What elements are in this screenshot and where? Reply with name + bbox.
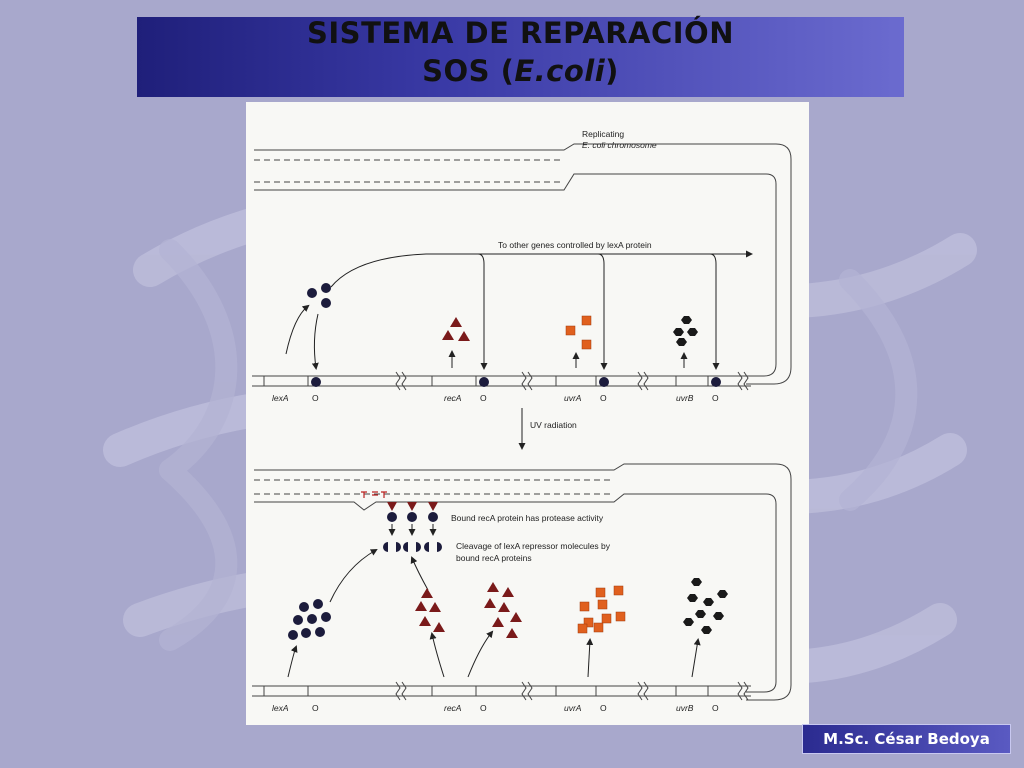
gene-label-uvrA: uvrA (564, 703, 582, 713)
slide-title: SISTEMA DE REPARACIÓN SOS (E.coli) (137, 16, 904, 97)
title-organism: E.coli (514, 54, 606, 88)
operator-label: O (712, 393, 719, 403)
lexA-protein-cluster-top (307, 283, 331, 308)
recA-protein-cluster-bottom-1 (415, 588, 445, 632)
operator-label: O (712, 703, 719, 713)
dna-strip-top (252, 371, 751, 391)
operator-bound-repressors-top (311, 377, 721, 387)
dna-damage-mark (361, 491, 387, 498)
bound-reca-label: Bound recA protein has protease activity (451, 513, 604, 523)
chromosome-label-2: E. coli chromosome (582, 140, 657, 150)
gene-label-uvrB: uvrB (676, 703, 694, 713)
other-genes-label: To other genes controlled by lexA protei… (498, 240, 652, 250)
replicating-chromosome-bottom (254, 463, 792, 701)
recA-protein-cluster-top (442, 317, 470, 341)
operator-label: O (600, 703, 607, 713)
gene-label-recA: recA (444, 703, 462, 713)
operator-label: O (600, 393, 607, 403)
uvrA-protein-cluster-bottom (577, 585, 626, 634)
uvrB-protein-cluster-bottom (683, 578, 728, 634)
cleavage-label-1: Cleavage of lexA repressor molecules by (456, 541, 611, 551)
gene-label-recA: recA (444, 393, 462, 403)
uv-radiation-label: UV radiation (530, 420, 577, 430)
sos-repair-diagram: Replicating E. coli chromosome lexA O re… (246, 102, 809, 725)
dna-strip-bottom (252, 681, 751, 701)
replicating-chromosome-top (254, 143, 792, 385)
operator-label: O (480, 393, 487, 403)
recA-protein-cluster-bottom-2 (484, 582, 522, 638)
lexA-protein-cluster-bottom (288, 599, 331, 640)
operator-label: O (312, 703, 319, 713)
gene-label-lexA: lexA (272, 703, 289, 713)
uvrA-protein-cluster-top (565, 315, 592, 350)
bound-lexA-circles (387, 512, 438, 522)
cleavage-label-2: bound recA proteins (456, 553, 532, 563)
gene-label-uvrA: uvrA (564, 393, 582, 403)
title-line-1: SISTEMA DE REPARACIÓN (307, 16, 734, 50)
expression-arrows-bottom (287, 549, 701, 678)
author-badge: M.Sc. César Bedoya (802, 724, 1011, 754)
chromosome-label-1: Replicating (582, 129, 624, 139)
operator-label: O (312, 393, 319, 403)
cleavage-arrows (388, 524, 437, 536)
regulation-arrows-top (285, 250, 753, 370)
bound-recA-triangles (387, 502, 438, 511)
title-line-2: SOS (E.coli) (422, 54, 619, 88)
cleaved-lexA-halves (383, 542, 442, 552)
operator-label: O (480, 703, 487, 713)
gene-label-lexA: lexA (272, 393, 289, 403)
uvrB-protein-cluster-top (673, 316, 698, 346)
gene-label-uvrB: uvrB (676, 393, 694, 403)
